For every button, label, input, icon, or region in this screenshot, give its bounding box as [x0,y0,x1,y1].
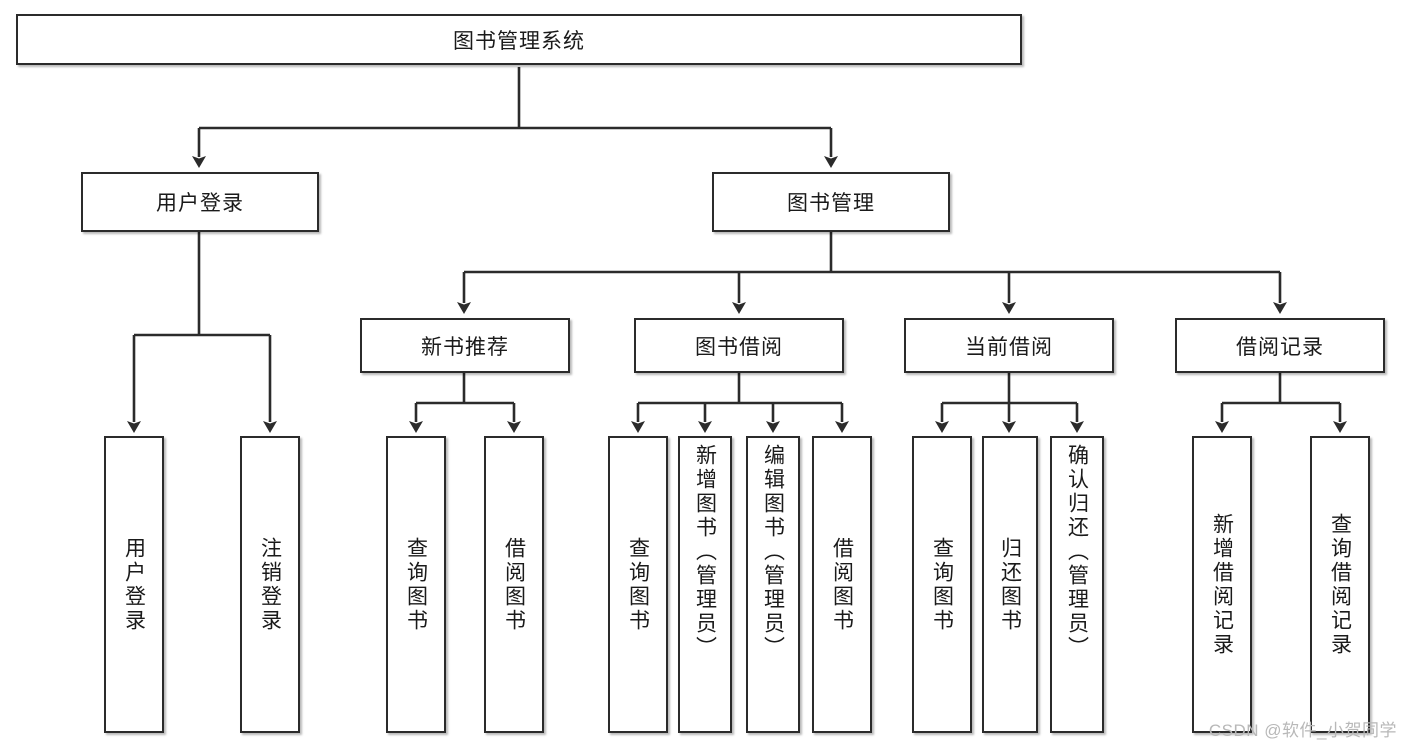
leaf-current-confirm-return-label: 确认归还（管理员） [1065,444,1089,660]
node-user-login[interactable]: 用户登录 [81,172,319,232]
leaf-new-book-borrow[interactable]: 借阅图书 [484,436,544,733]
leaf-current-query-book[interactable]: 查询图书 [912,436,972,733]
leaf-borrow-edit-book[interactable]: 编辑图书（管理员） [746,436,800,733]
leaf-record-add[interactable]: 新增借阅记录 [1192,436,1252,733]
leaf-borrow-add-book-label: 新增图书（管理员） [693,444,717,660]
node-root-label: 图书管理系统 [453,29,585,53]
node-new-book-recommend-label: 新书推荐 [421,335,509,359]
leaf-borrow-borrow-book-label: 借阅图书 [830,536,854,633]
leaf-borrow-query-book[interactable]: 查询图书 [608,436,668,733]
node-current-borrow[interactable]: 当前借阅 [904,318,1114,373]
leaf-new-book-borrow-label: 借阅图书 [502,536,526,633]
node-book-borrow-label: 图书借阅 [695,335,783,359]
leaf-borrow-add-book[interactable]: 新增图书（管理员） [678,436,732,733]
watermark: CSDN @软件_小贺同学 [1208,721,1397,740]
leaf-new-book-query-label: 查询图书 [404,536,428,633]
node-book-borrow[interactable]: 图书借阅 [634,318,844,373]
leaf-borrow-edit-book-label: 编辑图书（管理员） [761,444,785,660]
leaf-current-query-book-label: 查询图书 [930,536,954,633]
node-book-management[interactable]: 图书管理 [712,172,950,232]
leaf-record-add-label: 新增借阅记录 [1210,512,1234,657]
leaf-user-login-logout[interactable]: 注销登录 [240,436,300,733]
node-root[interactable]: 图书管理系统 [16,14,1022,65]
leaf-borrow-borrow-book[interactable]: 借阅图书 [812,436,872,733]
leaf-record-query-label: 查询借阅记录 [1328,512,1352,657]
leaf-user-login-login-label: 用户登录 [122,536,146,633]
leaf-user-login-login[interactable]: 用户登录 [104,436,164,733]
leaf-new-book-query[interactable]: 查询图书 [386,436,446,733]
node-current-borrow-label: 当前借阅 [965,335,1053,359]
leaf-current-confirm-return[interactable]: 确认归还（管理员） [1050,436,1104,733]
leaf-record-query[interactable]: 查询借阅记录 [1310,436,1370,733]
leaf-current-return-book-label: 归还图书 [998,536,1022,633]
node-borrow-record-label: 借阅记录 [1236,335,1324,359]
leaf-borrow-query-book-label: 查询图书 [626,536,650,633]
node-user-login-label: 用户登录 [156,192,244,215]
node-new-book-recommend[interactable]: 新书推荐 [360,318,570,373]
leaf-current-return-book[interactable]: 归还图书 [982,436,1038,733]
node-borrow-record[interactable]: 借阅记录 [1175,318,1385,373]
leaf-user-login-logout-label: 注销登录 [258,536,282,633]
node-book-management-label: 图书管理 [787,192,875,215]
